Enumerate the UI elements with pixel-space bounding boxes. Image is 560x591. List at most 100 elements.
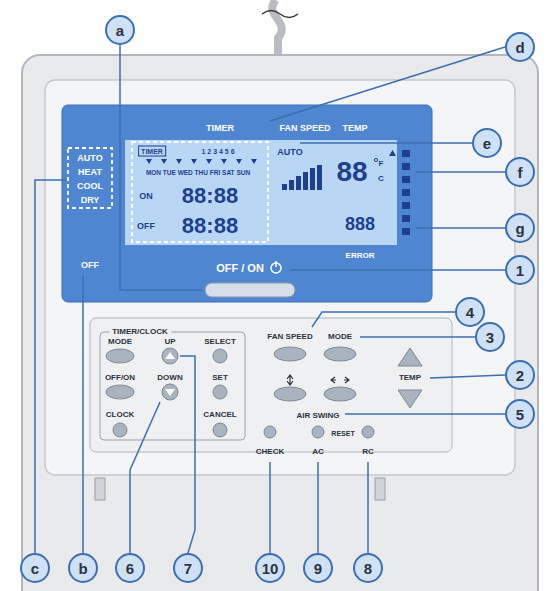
callout-circle: f [505,157,535,187]
buttons [106,347,422,438]
lcd-area [125,140,397,245]
panel-label: ERROR [346,252,375,260]
vertical-swing-symbol [287,375,293,385]
callout-number: 8 [364,561,372,576]
panel-label: RESET [331,430,354,437]
mode-dashed-box [68,148,112,208]
callout-circle: 6 [115,553,145,583]
callout-number: 1 [516,263,524,278]
panel-label: 88:88 [182,215,238,237]
callout-circle: g [505,213,535,243]
panel-label: DOWN [157,374,182,382]
hinge [95,478,105,500]
panel-label: FAN SPEED [267,333,312,341]
button-panel [90,318,452,452]
callout-number: e [483,136,491,151]
callout-number: d [515,40,524,55]
callout-number: 5 [516,407,524,422]
timer-dashed-box [132,142,268,242]
fan-speed-bars [282,165,322,190]
callout-circle: 4 [455,297,485,327]
panel-label: OFF [81,261,99,270]
panel-label: TIMER [206,124,234,133]
callout-number: 6 [126,561,134,576]
panel-label: OFF / ON [216,263,264,274]
up-indicator [389,150,396,156]
panel-label: 888 [345,215,375,233]
callout-circle: 1 [505,255,535,285]
panel-label: UP [164,338,175,346]
panel-label: AUTO [77,154,102,163]
callout-number: b [78,561,87,576]
leader-lines [35,45,505,553]
panel-label: ON [139,192,153,201]
down-arrow-symbol [165,389,175,396]
panel-label: CANCEL [203,411,236,419]
panel-label: AIR SWING [296,412,339,420]
callout-number: 9 [314,561,322,576]
front-panel [45,80,515,475]
power-icon-bar [275,261,277,267]
callout-circle: 2 [505,360,535,390]
callout-circle: e [472,128,502,158]
panel-label: COOL [77,182,103,191]
panel-label: AUTO [277,148,302,157]
callout-circle: 5 [505,399,535,429]
callout-number: c [31,561,39,576]
callout-circle: d [505,32,535,62]
panel-label: DRY [81,196,100,205]
panel-label: MODE [328,333,352,341]
callout-circle: 3 [475,322,505,352]
timer-clock-group [100,332,245,440]
hinge [375,478,385,500]
panel-label: 88:88 [182,185,238,207]
display-frame [62,105,432,302]
callout-circle: c [20,553,50,583]
callout-number: 3 [486,330,494,345]
callout-number: 2 [516,368,524,383]
controller-body [22,55,538,591]
callout-number: f [518,165,523,180]
callout-circle: 7 [173,553,203,583]
callout-number: 10 [262,561,279,576]
panel-label: TIMER [138,146,166,157]
callout-number: 7 [184,561,192,576]
degree-mark [374,158,377,161]
callout-circle: 8 [353,553,383,583]
up-arrow-symbol [165,352,175,359]
off-on-button [205,283,295,297]
break-mark [262,11,298,18]
callout-number: 4 [466,305,474,320]
panel-label: AC [312,448,324,456]
panel-label: SELECT [204,338,236,346]
callout-number: g [515,221,524,236]
panel-label: OFF [137,222,155,231]
callout-circle: 10 [255,553,285,583]
panel-label: OFF/ON [105,374,135,382]
panel-label: HEAT [78,168,102,177]
cable [272,0,282,58]
indicator-squares [402,150,410,235]
panel-label: F [379,160,384,168]
panel-label: CLOCK [106,411,134,419]
panel-label: 88 [336,158,367,186]
panel-label: TEMP [399,374,421,382]
callout-number: a [116,23,124,38]
panel-label: FAN SPEED [279,124,330,133]
day-pointers [146,159,257,164]
panel-label: MODE [108,338,132,346]
panel-label: MON TUE WED THU FRI SAT SUN [146,170,250,177]
panel-label: RC [362,448,374,456]
panel-label: 1 2 3 4 5 6 [201,148,234,155]
panel-label: TIMER/CLOCK [109,327,171,337]
callout-circle: b [68,553,98,583]
panel-label: CHECK [256,448,284,456]
panel-label: C [378,175,384,183]
horizontal-swing-symbol [331,377,349,383]
callout-circle: 9 [303,553,333,583]
callout-circle: a [105,15,135,45]
panel-label: SET [212,374,228,382]
panel-label: TEMP [342,124,367,133]
